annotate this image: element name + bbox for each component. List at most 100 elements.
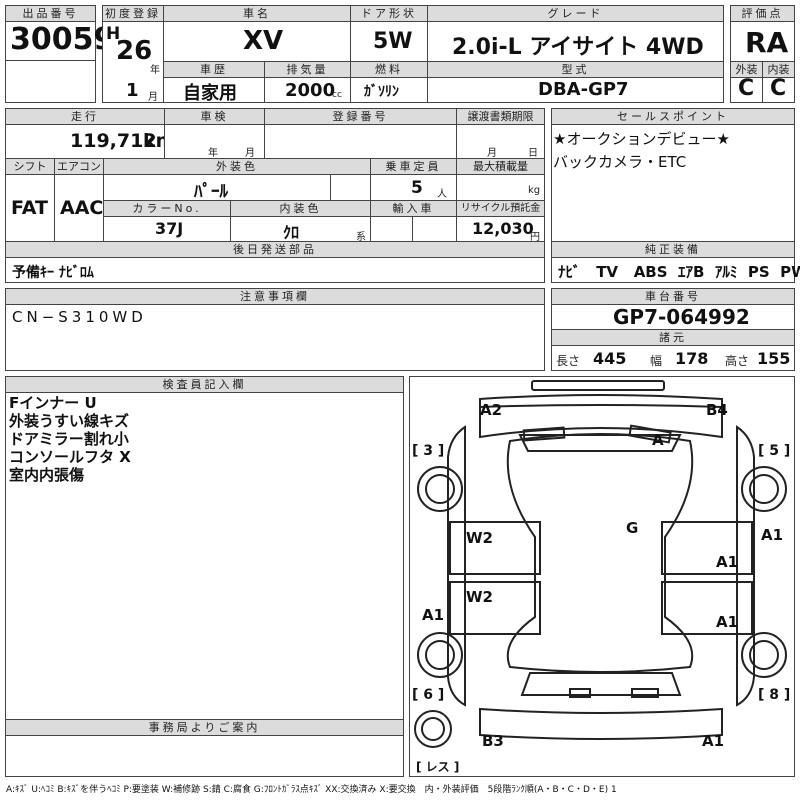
office-cell (5, 735, 404, 777)
color-no: 37J (155, 219, 184, 238)
sales-point-cell (551, 124, 795, 242)
year-unit: 年 (150, 65, 160, 76)
int-color-unit: 系 (356, 232, 366, 243)
tire-rear-right-inner (749, 640, 779, 670)
later-parts-label: 後日発送部品 (5, 241, 545, 258)
recycle-cell (456, 216, 545, 242)
ac-label: エアコン (54, 158, 104, 175)
front-bumper-strip (531, 380, 665, 391)
color-label: 外装色 (103, 158, 371, 175)
transfer-day-unit: 日 (528, 148, 538, 159)
mark-w2-front-left: W2 (466, 529, 493, 547)
model-name: XV (243, 26, 284, 56)
model-label: 車名 (163, 5, 351, 22)
equipment-item: ｴｱB (678, 263, 705, 281)
tire-bracket-fr: [ 5 ] (758, 443, 790, 459)
shift-label: シフト (5, 158, 55, 175)
notes-cell (5, 304, 545, 371)
later-parts-cell (5, 257, 545, 283)
mark-a1-rear: A1 (702, 732, 724, 750)
equipment-item: ｱﾙﾐ (714, 263, 738, 281)
mark-a2-top: A2 (480, 401, 502, 419)
width-label: 幅 (650, 354, 663, 368)
door-label: ドア形状 (350, 5, 428, 22)
spare-tire (414, 710, 452, 748)
color-no-label: カラーNo. (103, 200, 231, 217)
door-type: 5W (373, 29, 413, 54)
spare-bracket: [ レス ] (416, 760, 459, 774)
plate-cell (264, 124, 457, 159)
width: 178 (675, 349, 709, 368)
transfer-cell (456, 124, 545, 159)
mileage-cell (5, 124, 165, 159)
interior-cell (762, 77, 795, 103)
height: 155 (757, 349, 791, 368)
car-diagram: A2 B4 A G A1 W2 A1 W2 A1 A1 B3 A1 [ 3 ] … (409, 376, 795, 777)
recycle-unit: 円 (530, 232, 540, 243)
displacement: 2000 (285, 80, 336, 101)
lot-no: 30059 (10, 22, 115, 57)
int-color-cell (230, 216, 371, 242)
chassis-no: GP7-064992 (613, 305, 750, 329)
era-prefix: H (106, 24, 121, 44)
fuel: ｶﾞｿﾘﾝ (364, 84, 399, 100)
mark-w2-rear-left: W2 (466, 588, 493, 606)
tire-front-left-inner (425, 474, 455, 504)
body-outline-right (736, 425, 755, 707)
first-reg-month: 1 (126, 80, 139, 101)
mileage-label: 走行 (5, 108, 165, 125)
exterior-grade: C (738, 76, 755, 101)
color-no-cell (103, 216, 231, 242)
grade-label: グレード (427, 5, 724, 22)
displacement-cell (264, 77, 351, 103)
chassis-label: 車台番号 (551, 288, 795, 305)
inspector-notes: Fインナー U 外装うすい線キズ ドアミラー割れ小 コンソールフタ X 室内内張… (9, 394, 131, 484)
notes-text: CN−S310WD (12, 308, 147, 326)
height-label: 高さ (725, 354, 750, 368)
spare-tire-inner (421, 717, 445, 741)
mark-a-windshield: A (652, 431, 664, 449)
inspector-note: Fインナー U (9, 394, 97, 412)
history-label: 車歴 (163, 61, 265, 78)
equipment-cell (551, 257, 795, 283)
load-unit: kg (528, 185, 541, 196)
load-label: 最大積載量 (456, 158, 545, 175)
notes-label: 注意事項欄 (5, 288, 545, 305)
inspector-note: ドアミラー割れ小 (9, 430, 129, 448)
exterior-color: ﾊﾟｰﾙ (194, 182, 228, 202)
recycle-label: リサイクル預託金 (456, 200, 545, 217)
mark-b4-top: B4 (706, 401, 728, 419)
grade: 2.0i-L アイサイト 4WD (452, 35, 704, 60)
first-reg-year: 26 (116, 36, 153, 66)
interior-grade: C (770, 76, 787, 101)
exterior-cell (730, 77, 763, 103)
lot-no-label: 出品番号 (5, 5, 96, 22)
type-label: 型式 (427, 61, 724, 78)
right-rear-door (661, 581, 753, 635)
right-front-door (661, 521, 753, 575)
inspector-note: 室内内張傷 (9, 466, 85, 484)
lot-no-blank (5, 60, 96, 103)
first-reg-label: 初度登録 (102, 5, 164, 22)
tire-rear-left-inner (425, 640, 455, 670)
rear-bumper (479, 707, 723, 740)
body-outline (447, 425, 466, 707)
specs-label: 諸元 (551, 329, 795, 346)
displacement-label: 排気量 (264, 61, 351, 78)
capacity-unit: 人 (437, 189, 447, 200)
first-reg-cell (102, 21, 164, 103)
equipment-item: TV (596, 263, 619, 281)
model-type: DBA-GP7 (538, 79, 629, 100)
interior-color: ｸﾛ (283, 223, 300, 242)
rear-handle-left (569, 688, 591, 698)
mark-a1-right-front: A1 (761, 526, 783, 544)
shift-cell (5, 174, 55, 242)
int-color-label: 内装色 (230, 200, 371, 217)
equipment-item: PS (747, 263, 770, 281)
recycle-fee: 12,030 (472, 219, 534, 238)
inspection-label: 車検 (164, 108, 265, 125)
fuel-label: 燃料 (350, 61, 428, 78)
inspector-note: 外装うすい線キズ (9, 412, 130, 430)
front-bumper (479, 394, 723, 409)
tire-bracket-fl: [ 3 ] (412, 443, 444, 459)
